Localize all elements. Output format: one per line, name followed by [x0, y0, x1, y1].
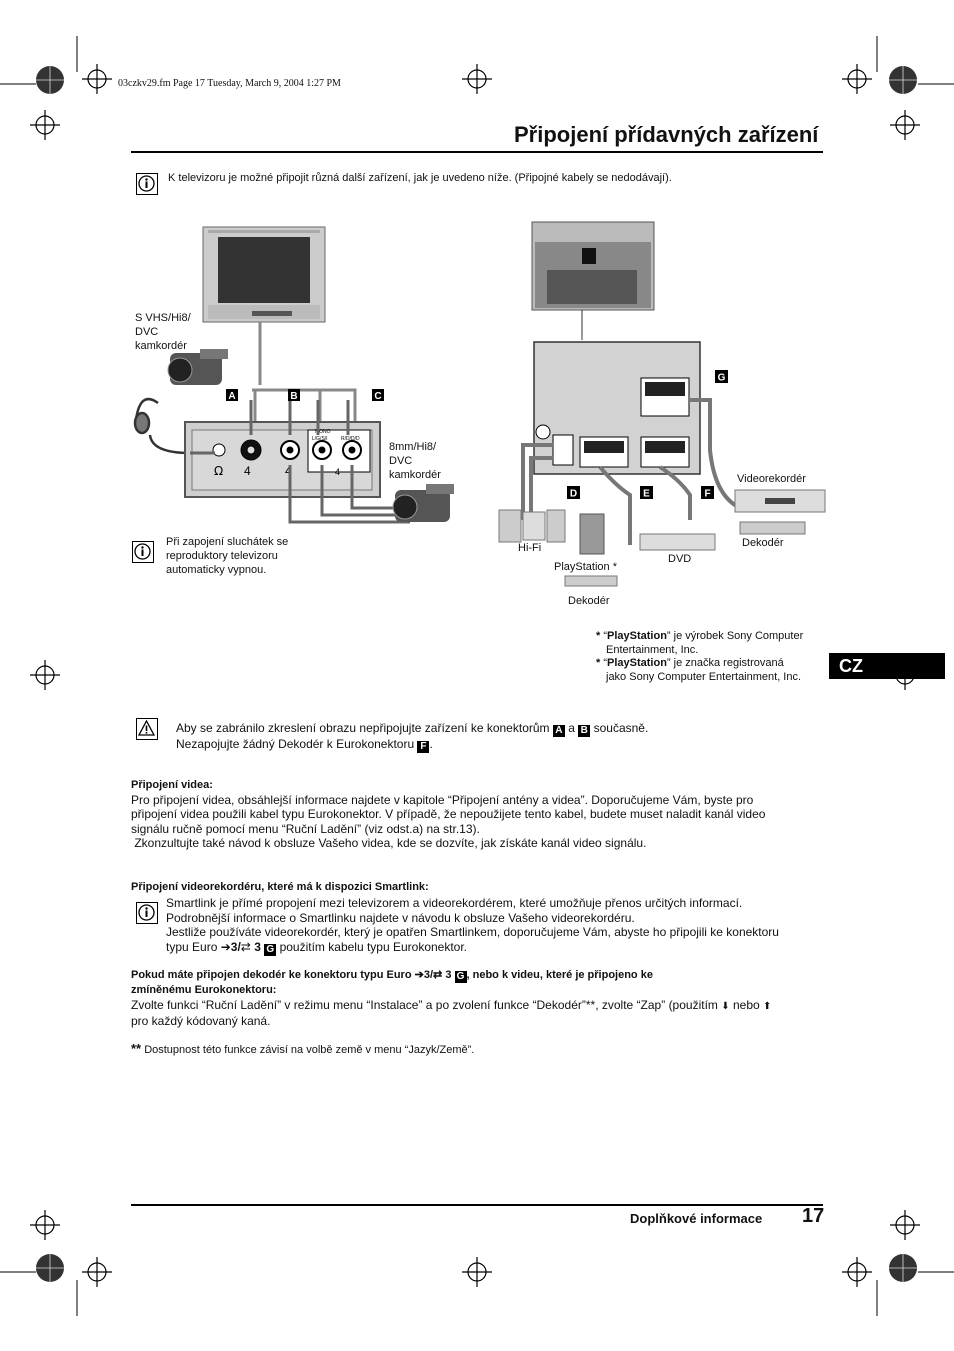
svg-text:Ω: Ω: [214, 464, 223, 478]
videorecorder-illustration: [734, 489, 826, 513]
tv-front-illustration: [202, 226, 326, 323]
label-d: D: [570, 489, 577, 500]
label-a: A: [228, 391, 235, 402]
camcorder-illustration-2: [392, 484, 454, 522]
jack-label-left: L/G/S/I: [312, 436, 328, 442]
decoder-illustration-bottom: [564, 575, 618, 587]
smartlink-text: Smartlink je přímé propojení mezi televi…: [166, 896, 779, 956]
title-rule: [131, 151, 823, 153]
hifi-label: Hi-Fi: [518, 542, 542, 554]
label-f: F: [704, 489, 710, 500]
video-heading: Připojení videa:: [131, 779, 213, 791]
input-number: 4: [335, 467, 340, 477]
playstation-illustration: [579, 513, 605, 555]
connector-jacks: [212, 429, 371, 473]
footer-section: Doplňkové informace: [630, 1211, 763, 1226]
info-icon: [136, 173, 158, 195]
scart-input-icon: ➔: [414, 969, 424, 981]
warning-icon: [136, 718, 158, 740]
jack-label-mono: MONO: [315, 429, 331, 435]
file-note: 03czkv29.fm Page 17 Tuesday, March 9, 20…: [118, 78, 341, 89]
footnote-2: * “PlayStation” je značka registrovaná j…: [596, 657, 802, 683]
label-e: E: [643, 489, 650, 500]
dvd-illustration: [639, 533, 716, 551]
dvd-label: DVD: [668, 553, 692, 565]
input-number: 4: [244, 464, 251, 478]
playstation-label: PlayStation *: [554, 561, 617, 573]
camcorder2-label: 8mm/Hi8/ DVC kamkordér: [389, 441, 441, 481]
page-number: 17: [802, 1205, 825, 1227]
smartlink-icon: ⇄: [240, 939, 251, 954]
jack-label-right: R/D/D/D: [341, 436, 360, 442]
headphone-note: Při zapojení sluchátek se reproduktory t…: [166, 536, 289, 576]
label-b: B: [290, 391, 297, 402]
footnote-1: * “PlayStation” je výrobek Sony Computer…: [596, 630, 804, 656]
decoder-section: Pokud máte připojen dekodér ke konektoru…: [131, 969, 772, 1028]
videorecorder-label: Videorekordér: [737, 473, 806, 485]
hifi-illustration: [498, 509, 566, 543]
language-tab: CZ: [829, 653, 945, 679]
smartlink-heading: Připojení videorekordéru, které má k dis…: [131, 881, 429, 893]
page-title: Připojení přídavných zařízení: [514, 122, 819, 147]
front-connection-diagram: Ω 4 4 4 MONO L/G/S/I R/D/D/D A B C: [133, 226, 454, 524]
info-icon: [136, 902, 158, 924]
footer-rule: [131, 1204, 823, 1206]
reg-target: [30, 64, 920, 1287]
intro-text: K televizoru je možné připojit různá dal…: [168, 172, 672, 184]
decoder-bottom-label: Dekodér: [568, 595, 610, 607]
label-g: G: [718, 373, 726, 384]
camcorder1-label: S VHS/Hi8/ DVC kamkordér: [135, 312, 191, 352]
rear-connection-diagram: G D E F: [498, 221, 826, 587]
decoder-illustration-right: [739, 521, 806, 535]
camcorder-illustration: [167, 349, 228, 385]
video-section: Připojení videa: Pro připojení videa, ob…: [131, 778, 831, 851]
tv-rear-illustration: [531, 221, 655, 311]
scart-input-icon: ➔: [220, 939, 231, 954]
arrow-up-icon: ⬆: [763, 1000, 772, 1012]
smartlink-icon: ⇄: [433, 969, 443, 981]
decoder-footnote: ** Dostupnost této funkce závisí na volb…: [131, 1041, 475, 1057]
info-icon: [132, 541, 154, 563]
decoder-right-label: Dekodér: [742, 537, 784, 549]
arrow-down-icon: ⬇: [721, 1000, 730, 1012]
label-c: C: [374, 391, 381, 402]
warning-text: Aby se zabránilo zkreslení obrazu nepřip…: [176, 721, 649, 753]
